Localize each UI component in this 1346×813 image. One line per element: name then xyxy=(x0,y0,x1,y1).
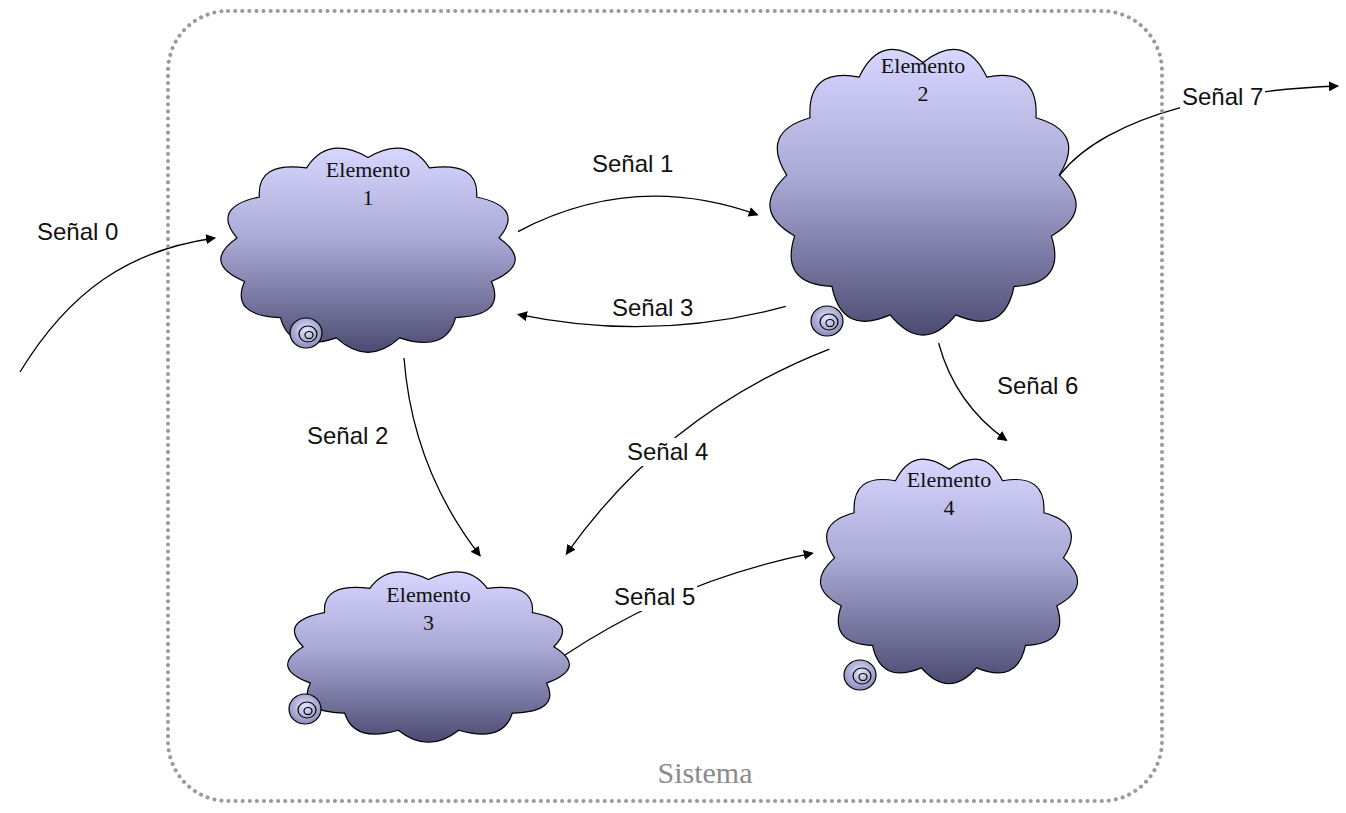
system-label: Sistema xyxy=(658,756,753,790)
element-name: Elemento 2 xyxy=(875,52,971,107)
swirl-icon xyxy=(842,658,878,692)
signal-label: Señal 1 xyxy=(590,150,675,178)
system-boundary: Sistema Elemento 1 Elemento 2 Elemento 3 Ele… xyxy=(165,8,1165,804)
element-name: Elemento 1 xyxy=(320,156,416,211)
element-cloud: Elemento 2 xyxy=(767,38,1079,343)
signal-label: Señal 7 xyxy=(1180,83,1265,111)
swirl-icon xyxy=(288,316,324,350)
swirl-icon xyxy=(809,304,845,338)
element-cloud: Elemento 1 xyxy=(218,140,518,358)
input-signal-line xyxy=(20,238,215,372)
signal-arrow xyxy=(563,553,812,656)
signal-label: Señal 5 xyxy=(612,583,697,611)
element-name: Elemento 3 xyxy=(381,581,477,636)
signal-arrow xyxy=(518,196,758,231)
signal-label: Señal 4 xyxy=(625,438,710,466)
element-cloud: Elemento 4 xyxy=(818,450,1080,690)
signal-arrow xyxy=(404,358,480,556)
signal-label: Señal 6 xyxy=(995,372,1080,400)
element-cloud: Elemento 3 xyxy=(285,565,572,747)
signal-label: Señal 3 xyxy=(610,294,695,322)
swirl-icon xyxy=(287,692,323,726)
signal-label: Señal 2 xyxy=(305,422,390,450)
signal-label: Señal 0 xyxy=(35,218,120,246)
signal-arrow xyxy=(566,349,829,554)
element-name: Elemento 4 xyxy=(901,466,997,521)
